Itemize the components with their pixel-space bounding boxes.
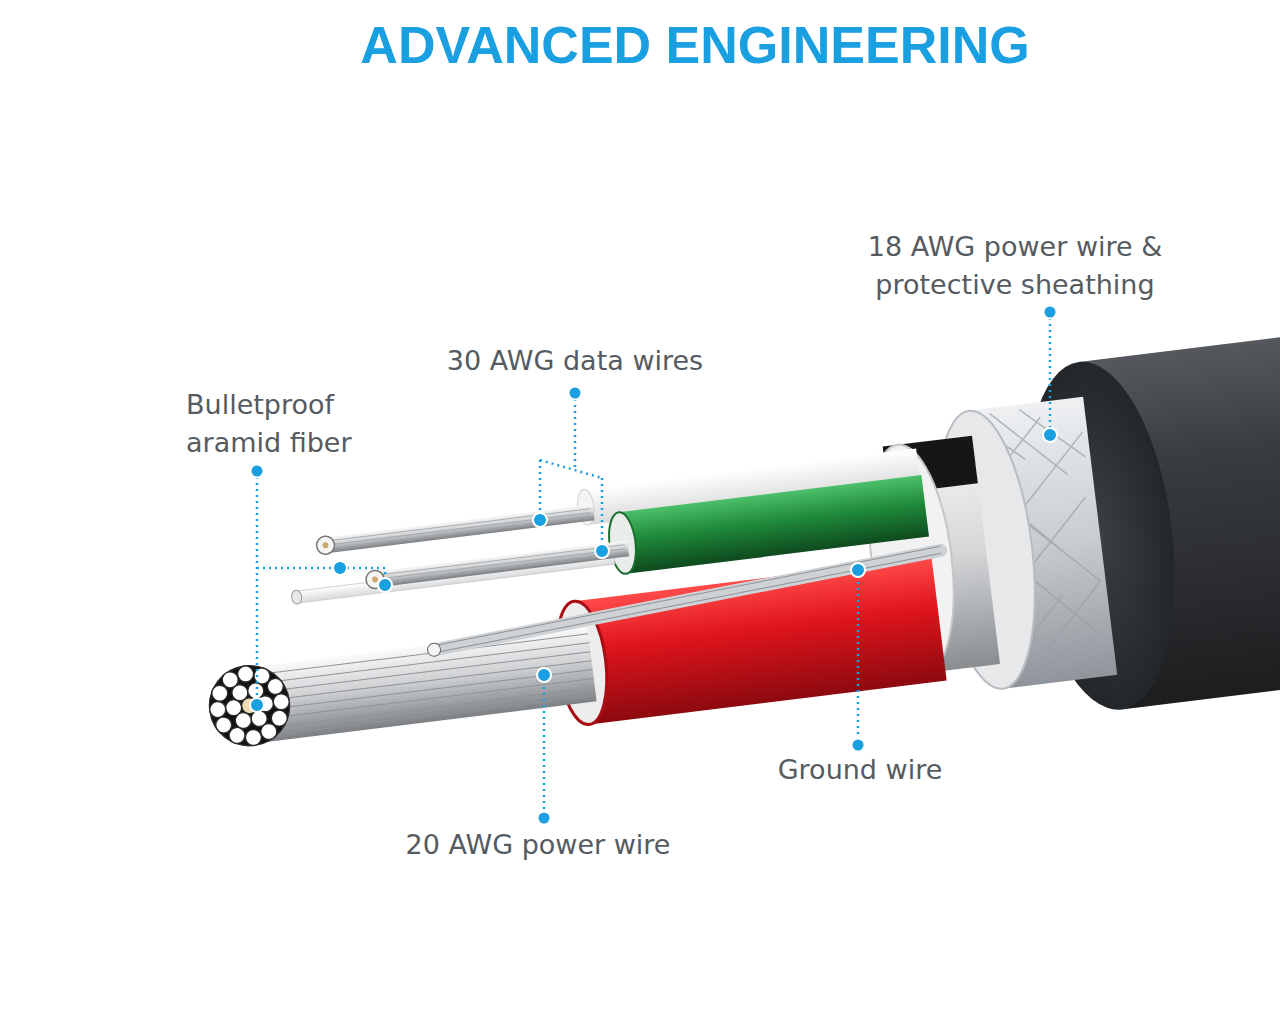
data-conductor [325, 504, 595, 553]
conductor-strands [330, 509, 591, 549]
leader-dot [851, 563, 865, 577]
leader-dot [378, 578, 392, 592]
leader-dot [1043, 428, 1057, 442]
leader-dot [333, 561, 347, 575]
data-conductor [374, 540, 629, 587]
power-conductor [245, 626, 597, 743]
strand-end [266, 677, 284, 695]
leader-line [1049, 312, 1052, 435]
face-back [205, 661, 294, 750]
data-conductor-end [316, 535, 336, 555]
strand-end [245, 729, 263, 747]
strand-end [209, 701, 227, 719]
aramid-end [291, 590, 303, 605]
leader-lines [257, 312, 1050, 818]
aramid-core [322, 542, 329, 549]
leader-dot [1044, 306, 1057, 319]
ground-wire-end [427, 643, 441, 657]
leader-dot [595, 544, 609, 558]
strand-end [272, 693, 290, 711]
conductor-strands [251, 634, 596, 737]
leader-line [257, 471, 385, 705]
strand-end [221, 671, 239, 689]
power-conductor-face [205, 661, 294, 750]
aramid-core [372, 576, 379, 583]
part-label: 20 AWG power wire [368, 826, 708, 864]
strand-end [260, 723, 278, 741]
leader-dot [537, 668, 551, 682]
conductor-strands [380, 545, 626, 583]
part-label: Ground wire [730, 751, 990, 789]
diagram-title: ADVANCED ENGINEERING [245, 15, 1145, 75]
leader-dot [569, 387, 582, 400]
leader-line [540, 393, 602, 551]
leader-dot [250, 698, 264, 712]
leader-dot [251, 465, 264, 478]
part-label: 30 AWG data wires [415, 342, 735, 380]
ground-wire [430, 550, 946, 649]
leader-dot [852, 739, 865, 752]
leader-dot [533, 513, 547, 527]
part-label: Bulletproof aramid fiber [186, 386, 386, 462]
cable-body [181, 313, 1280, 819]
leader-line [857, 570, 860, 745]
leader-line [543, 675, 546, 818]
part-label: 18 AWG power wire & protective sheathing [845, 228, 1185, 304]
strand-end [215, 716, 233, 734]
leader-dot [538, 812, 551, 825]
strand-end [237, 665, 255, 683]
ground-strands [429, 546, 946, 652]
leader-dots [250, 306, 1057, 825]
